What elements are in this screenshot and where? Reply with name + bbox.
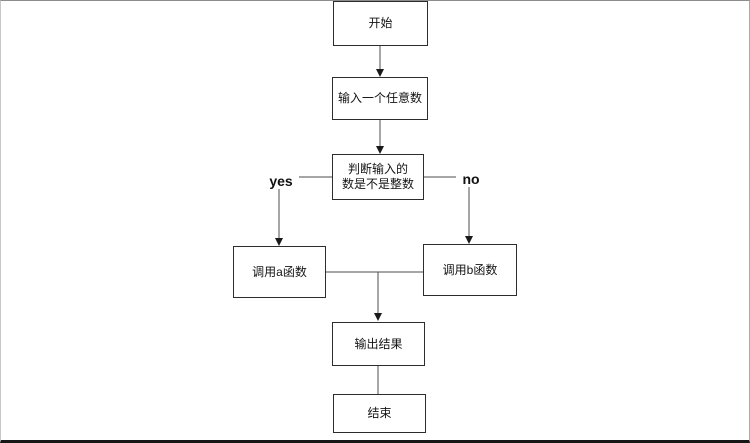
node-call-function-a: 调用a函数 [233, 246, 326, 298]
arrowhead-icons [275, 69, 473, 321]
node-decision-is-integer: 判断输入的 数是不是整数 [332, 154, 424, 200]
edge-label-no: no [456, 171, 486, 187]
edge-label-yes: yes [263, 173, 299, 189]
node-input-label: 输入一个任意数 [337, 91, 422, 105]
node-call-function-b: 调用b函数 [423, 244, 517, 296]
node-end-label: 结束 [367, 406, 392, 420]
node-output-result: 输出结果 [332, 322, 425, 366]
node-start-label: 开始 [368, 16, 393, 30]
node-end: 结束 [333, 394, 426, 433]
node-call-a-label: 调用a函数 [252, 264, 307, 279]
node-output-label: 输出结果 [354, 336, 403, 351]
node-input-number: 输入一个任意数 [332, 77, 428, 120]
node-call-b-label: 调用b函数 [442, 262, 498, 277]
node-start: 开始 [333, 1, 428, 46]
node-decision-label: 判断输入的 数是不是整数 [341, 162, 414, 191]
